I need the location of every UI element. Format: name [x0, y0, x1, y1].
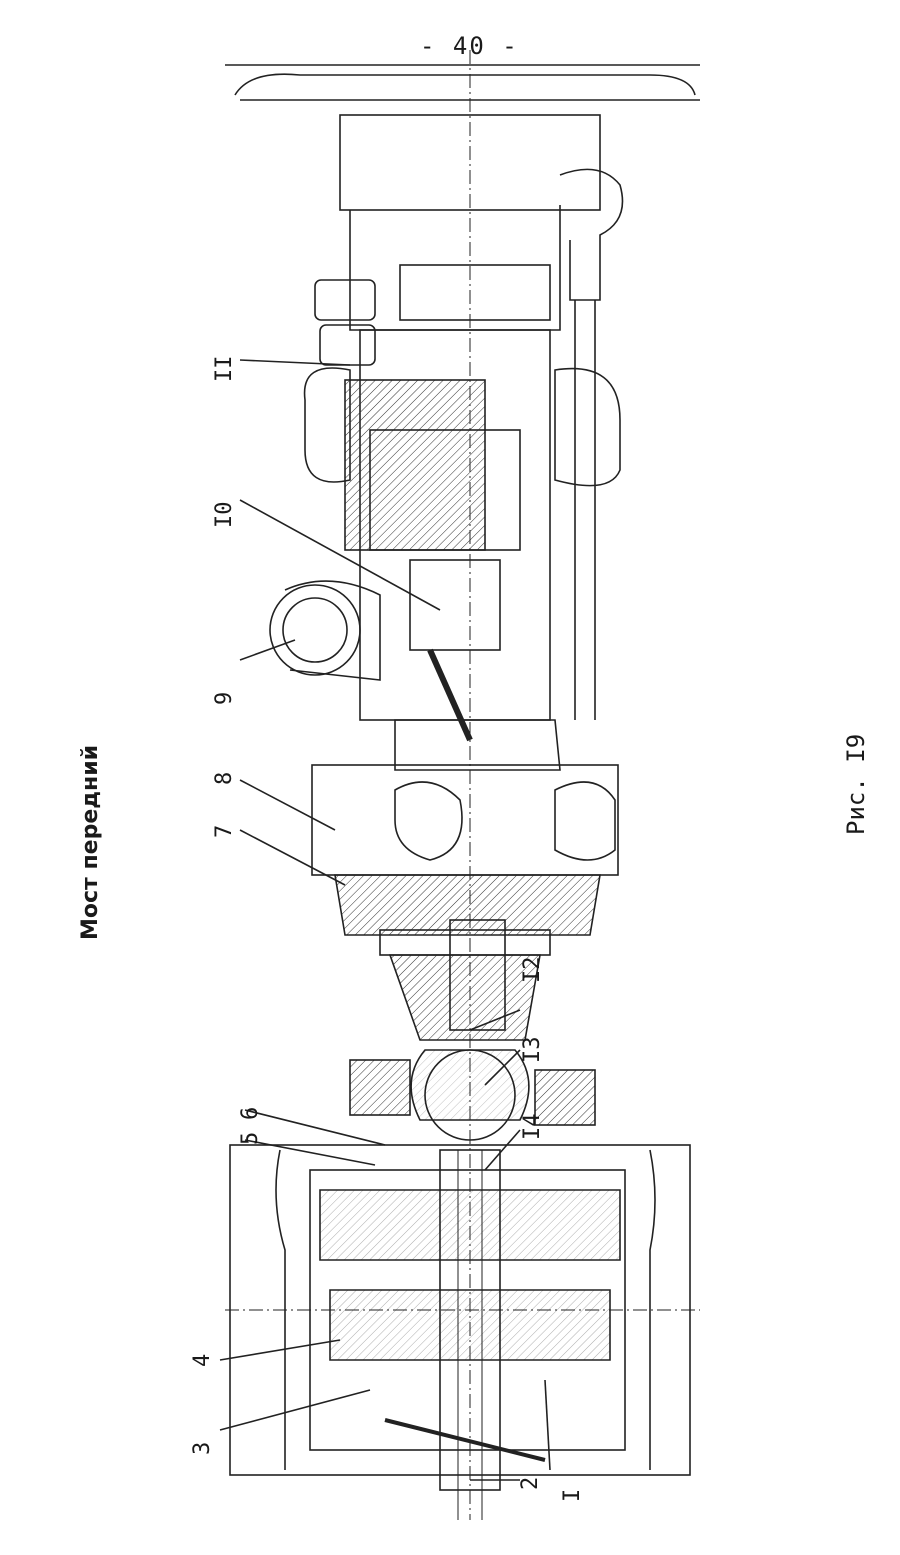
callout-14: I4 — [520, 1113, 545, 1141]
callout-2: 2 — [518, 1476, 543, 1490]
callout-4: 4 — [190, 1353, 215, 1367]
callout-8: 8 — [212, 771, 237, 785]
callout-13: I3 — [520, 1036, 545, 1064]
callout-9: 9 — [212, 691, 237, 705]
page-number: - 40 - — [420, 32, 519, 60]
callout-6: 6 — [238, 1106, 263, 1120]
callout-12: I2 — [520, 956, 545, 984]
drawing-title: Мост передний — [78, 744, 103, 940]
figure-caption: Рис. I9 — [842, 733, 870, 835]
callout-1: I — [560, 1488, 585, 1502]
callout-5: 5 — [238, 1131, 263, 1145]
callout-10: I0 — [212, 501, 237, 529]
callout-7: 7 — [212, 824, 237, 838]
callout-11: II — [212, 355, 237, 383]
callout-3: 3 — [190, 1441, 215, 1455]
